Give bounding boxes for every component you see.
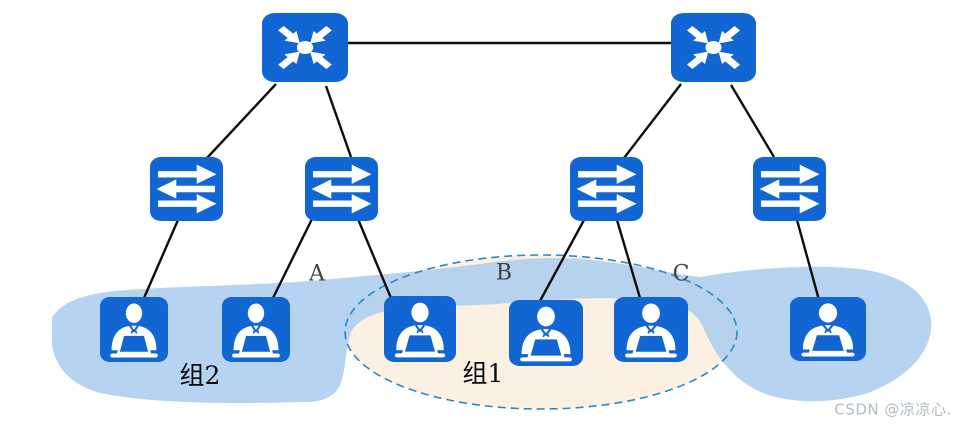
- link-router2-switch3: [623, 83, 682, 159]
- link-switch2-user3: [356, 218, 393, 299]
- core-router-icon-1: [262, 13, 348, 82]
- link-switch1-user1: [142, 219, 180, 299]
- switch-icon-2: [305, 157, 378, 221]
- link-switch3-user4: [538, 219, 586, 302]
- link-router1-switch2: [324, 85, 353, 158]
- label-a: A: [309, 261, 325, 287]
- user-terminal-icon-3: [384, 296, 456, 362]
- link-router1-switch1: [206, 83, 277, 159]
- topology-links: [142, 41, 821, 302]
- switch-icon-1: [150, 157, 223, 221]
- user-terminal-icon-4: [509, 300, 583, 366]
- link-switch4-user6: [795, 219, 821, 301]
- label-c: C: [672, 261, 690, 287]
- link-switch2-user2: [271, 218, 314, 299]
- group1-label: 组1: [462, 359, 504, 388]
- label-b: B: [495, 260, 513, 286]
- watermark: CSDN @凉凉心.: [834, 400, 952, 419]
- link-switch3-user5: [615, 219, 642, 299]
- link-router2-switch4: [729, 84, 776, 158]
- user-terminal-icon-6: [790, 297, 866, 361]
- user-terminal-icon-2: [222, 297, 290, 362]
- group2-label: 组2: [179, 361, 221, 390]
- user-terminal-icon-5: [614, 297, 688, 362]
- user-terminal-icon-1: [100, 297, 168, 362]
- group1-dashed-border: [344, 254, 738, 410]
- switch-icon-3: [570, 157, 643, 221]
- core-router-icon-2: [671, 13, 756, 82]
- switch-icon-4: [753, 157, 826, 221]
